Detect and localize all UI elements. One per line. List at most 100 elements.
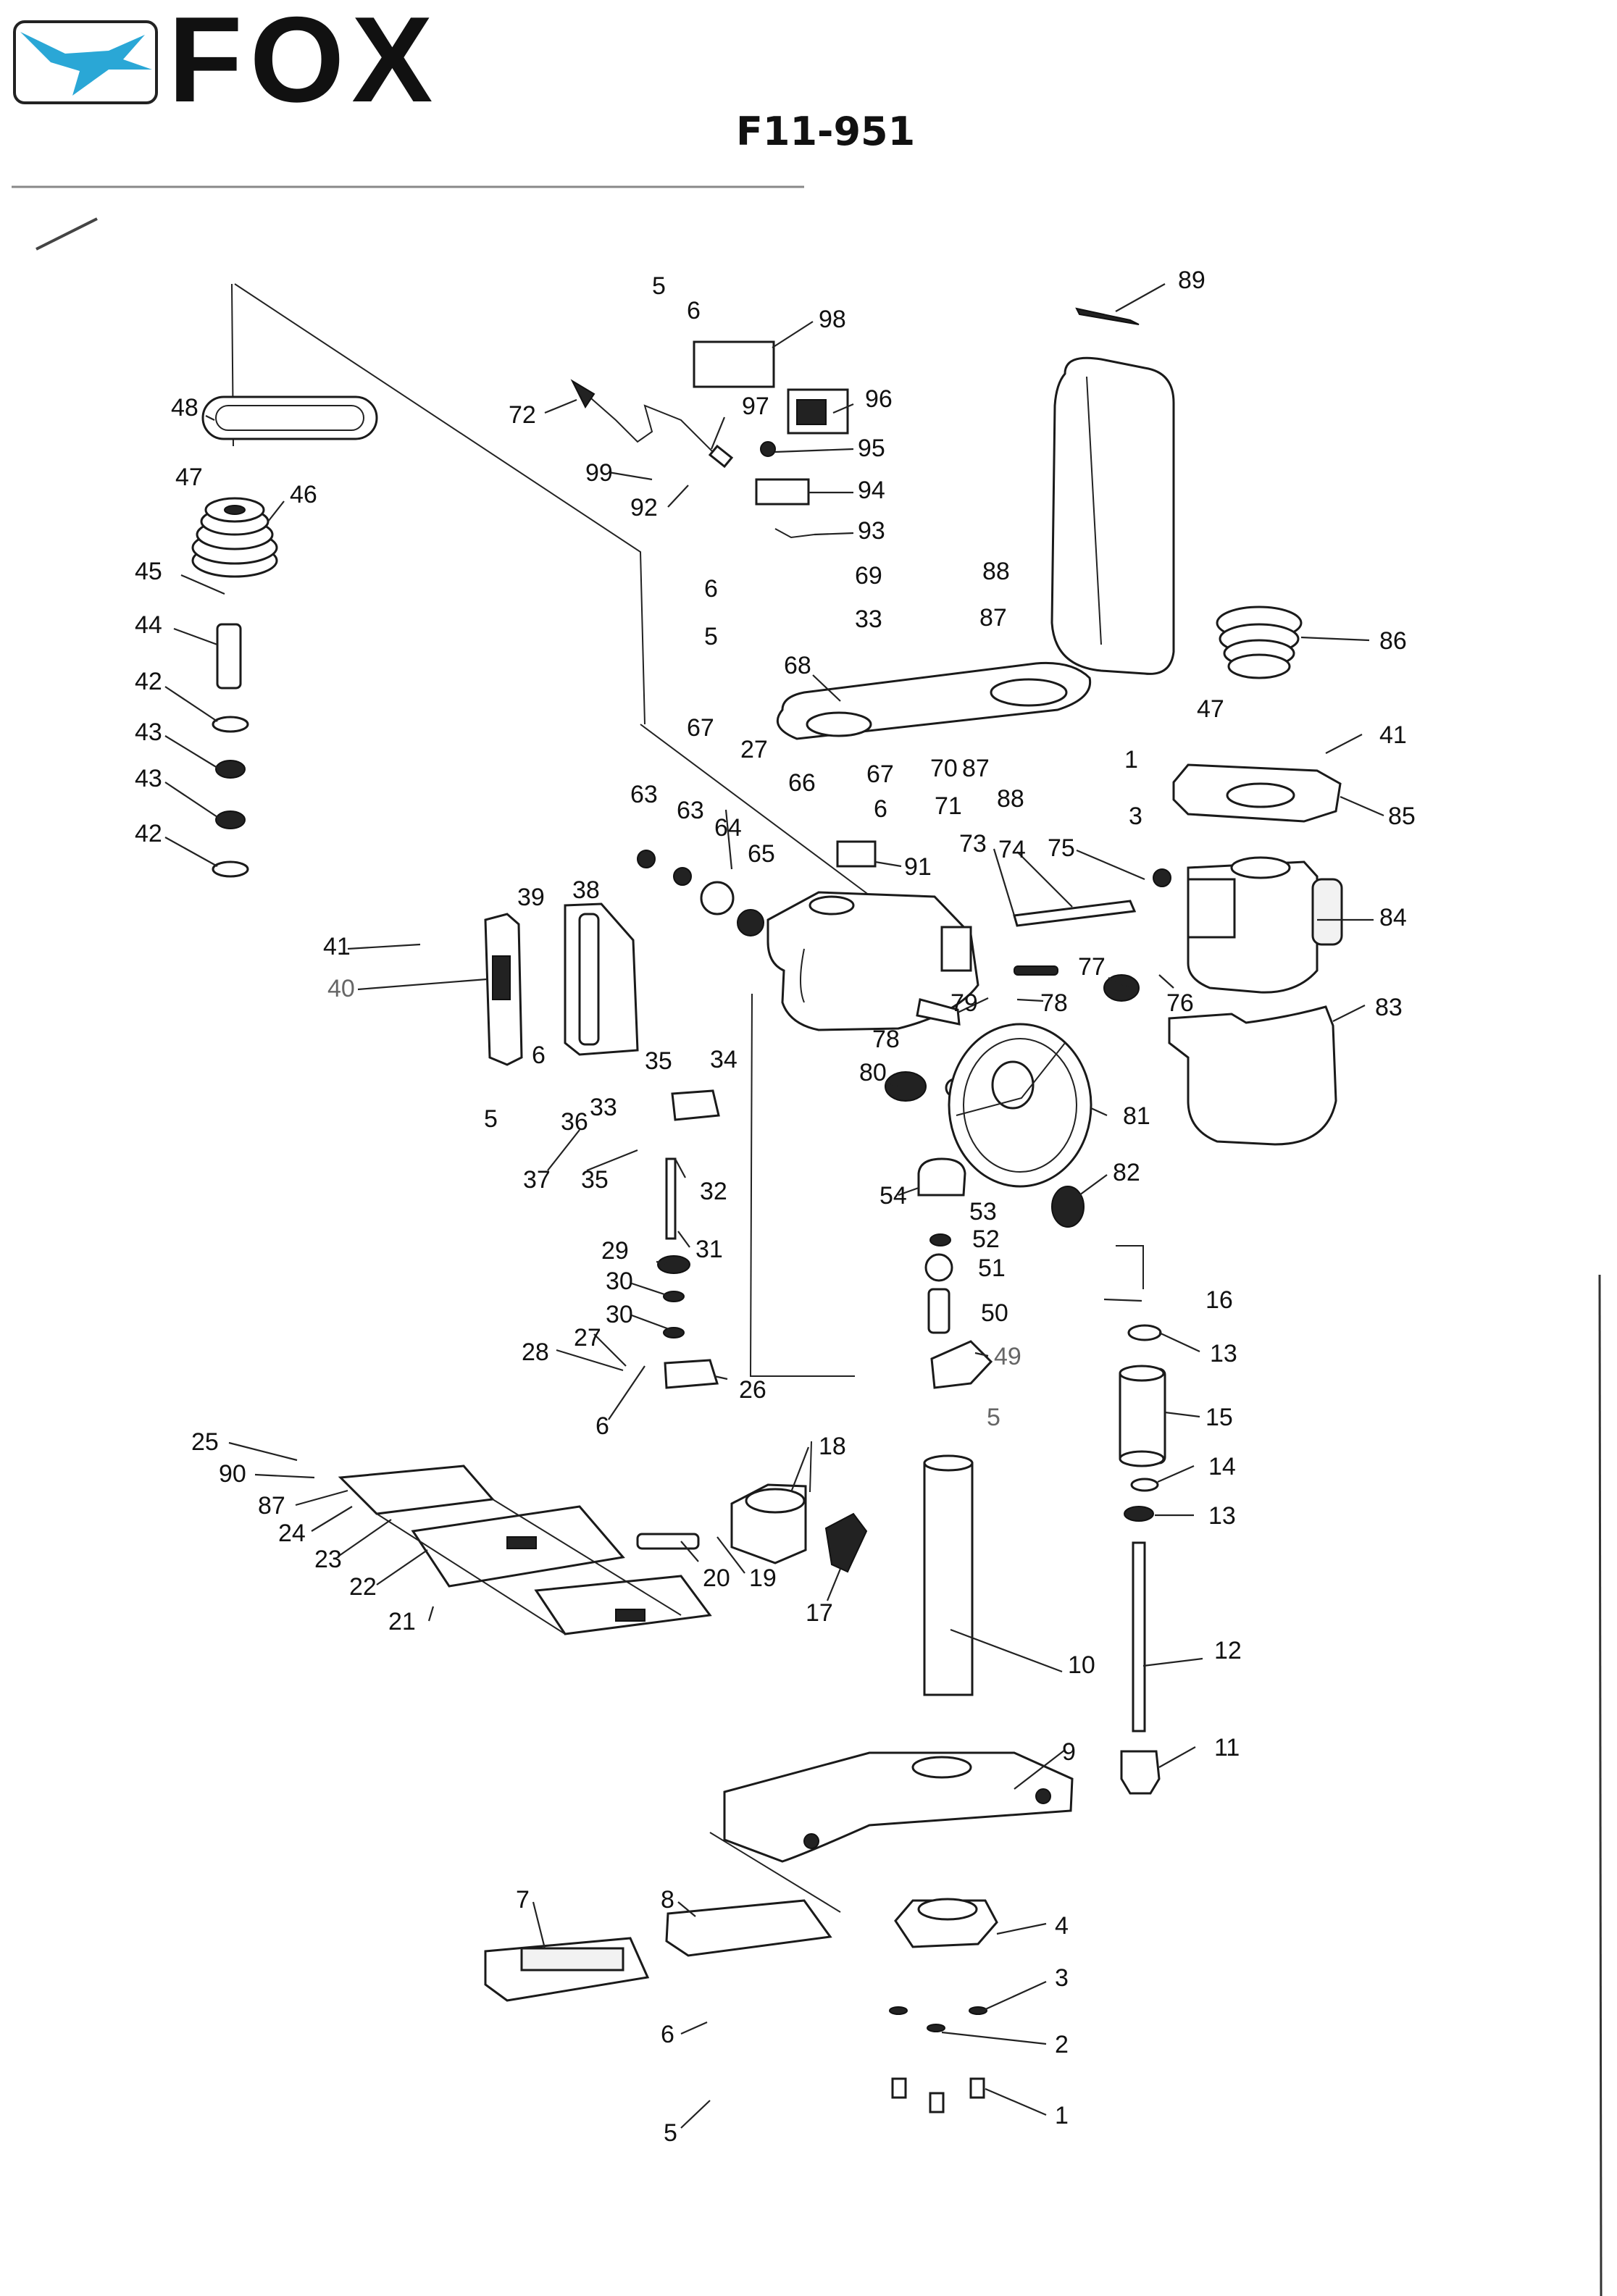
label-38: 38 xyxy=(572,876,600,904)
bearing-43 xyxy=(215,810,246,829)
label-43: 43 xyxy=(135,765,162,792)
power-cable-72 xyxy=(579,387,725,464)
label-98: 98 xyxy=(819,306,846,333)
label-2: 2 xyxy=(1055,2031,1069,2058)
part-labels: 89 5 6 98 96 97 72 95 99 94 92 93 6 5 69… xyxy=(135,267,1416,2147)
label-10: 10 xyxy=(1068,1651,1095,1679)
label-35: 35 xyxy=(645,1047,672,1075)
label-19: 19 xyxy=(749,1564,777,1592)
label-74: 74 xyxy=(998,836,1026,863)
motor-pulley-86 xyxy=(1216,606,1303,679)
label-5: 5 xyxy=(987,1404,1000,1431)
label-27: 27 xyxy=(740,736,768,763)
motor-guard-83 xyxy=(1168,1005,1337,1146)
bracket-34 xyxy=(671,1089,720,1121)
label-85: 85 xyxy=(1388,803,1416,830)
spring-65 xyxy=(737,909,764,937)
gear-64 xyxy=(700,881,735,916)
fox-leaping-logo-icon xyxy=(13,20,158,104)
bracket-26 xyxy=(664,1359,719,1389)
guide-line xyxy=(749,993,855,1377)
washer-30 xyxy=(663,1291,685,1302)
plate-94 xyxy=(755,478,810,506)
label-35: 35 xyxy=(581,1166,609,1194)
wire-93 xyxy=(774,528,815,539)
label-72: 72 xyxy=(509,401,536,429)
label-24: 24 xyxy=(278,1520,306,1547)
label-41: 41 xyxy=(1379,721,1407,749)
label-28: 28 xyxy=(522,1338,549,1366)
label-87: 87 xyxy=(962,755,990,782)
label-49: 49 xyxy=(994,1343,1021,1370)
label-63: 63 xyxy=(677,797,704,824)
parts-drawing xyxy=(191,283,1343,2113)
work-table-22 xyxy=(338,1465,712,1635)
label-90: 90 xyxy=(219,1460,246,1488)
label-87: 87 xyxy=(258,1492,285,1520)
label-42: 42 xyxy=(135,820,162,847)
label-80: 80 xyxy=(859,1059,887,1086)
label-7: 7 xyxy=(516,1886,530,1914)
label-6: 6 xyxy=(661,2021,674,2048)
label-17: 17 xyxy=(806,1599,833,1627)
label-8: 8 xyxy=(661,1886,674,1914)
label-52: 52 xyxy=(972,1225,1000,1253)
label-34: 34 xyxy=(710,1046,738,1073)
retaining-ring-42 xyxy=(212,860,249,878)
label-4: 4 xyxy=(1055,1912,1069,1940)
bolt-20 xyxy=(636,1533,700,1550)
knob-top xyxy=(1103,974,1140,1002)
motor-84 xyxy=(1187,856,1343,994)
head-casting xyxy=(766,891,979,1031)
page-edge xyxy=(1598,1274,1603,2296)
nut-63 xyxy=(637,850,656,868)
bearing-43 xyxy=(215,760,246,779)
label-5: 5 xyxy=(652,272,666,300)
label-63: 63 xyxy=(630,781,658,808)
label-30: 30 xyxy=(606,1301,633,1328)
label-82: 82 xyxy=(1113,1159,1140,1186)
label-79: 79 xyxy=(950,989,978,1017)
label-76: 76 xyxy=(1166,989,1194,1017)
bolt-set-1-2-3 xyxy=(889,2006,987,2113)
nut-95 xyxy=(760,441,776,457)
label-3: 3 xyxy=(1129,803,1142,830)
label-44: 44 xyxy=(135,611,162,639)
guide-line xyxy=(709,1832,841,1913)
label-69: 69 xyxy=(855,562,882,590)
sleeve-50 xyxy=(927,1288,950,1334)
label-51: 51 xyxy=(978,1254,1006,1282)
label-30: 30 xyxy=(606,1268,633,1295)
label-12: 12 xyxy=(1214,1637,1242,1664)
belt-48 xyxy=(201,395,378,440)
shaft-32 xyxy=(665,1157,677,1240)
scan-mark xyxy=(35,217,98,251)
spring-shaft-73-74 xyxy=(1013,900,1137,927)
label-88: 88 xyxy=(997,785,1024,813)
label-66: 66 xyxy=(788,769,816,797)
label-3: 3 xyxy=(1055,1964,1069,1992)
label-87: 87 xyxy=(979,604,1007,632)
label-42: 42 xyxy=(135,668,162,695)
label-71: 71 xyxy=(935,792,962,820)
handwheel-81 xyxy=(948,1023,1092,1188)
knob-80 xyxy=(885,1071,927,1102)
label-45: 45 xyxy=(135,558,162,585)
label-5: 5 xyxy=(664,2119,677,2147)
label-99: 99 xyxy=(585,459,613,487)
gear-29 xyxy=(657,1255,690,1274)
chuck-11 xyxy=(1120,1750,1161,1795)
label-88: 88 xyxy=(982,558,1010,585)
label-23: 23 xyxy=(314,1546,342,1573)
header: FOX F11-951 xyxy=(12,0,915,251)
label-96: 96 xyxy=(865,385,893,413)
ring-14 xyxy=(1130,1478,1159,1492)
label-22: 22 xyxy=(349,1573,377,1601)
label-50: 50 xyxy=(981,1299,1008,1327)
label-13: 13 xyxy=(1210,1340,1237,1367)
plate-91 xyxy=(836,840,877,868)
brand-name: FOX xyxy=(168,0,440,127)
label-78: 78 xyxy=(872,1026,900,1053)
label-97: 97 xyxy=(742,393,769,420)
strain-relief-97 xyxy=(708,444,734,469)
